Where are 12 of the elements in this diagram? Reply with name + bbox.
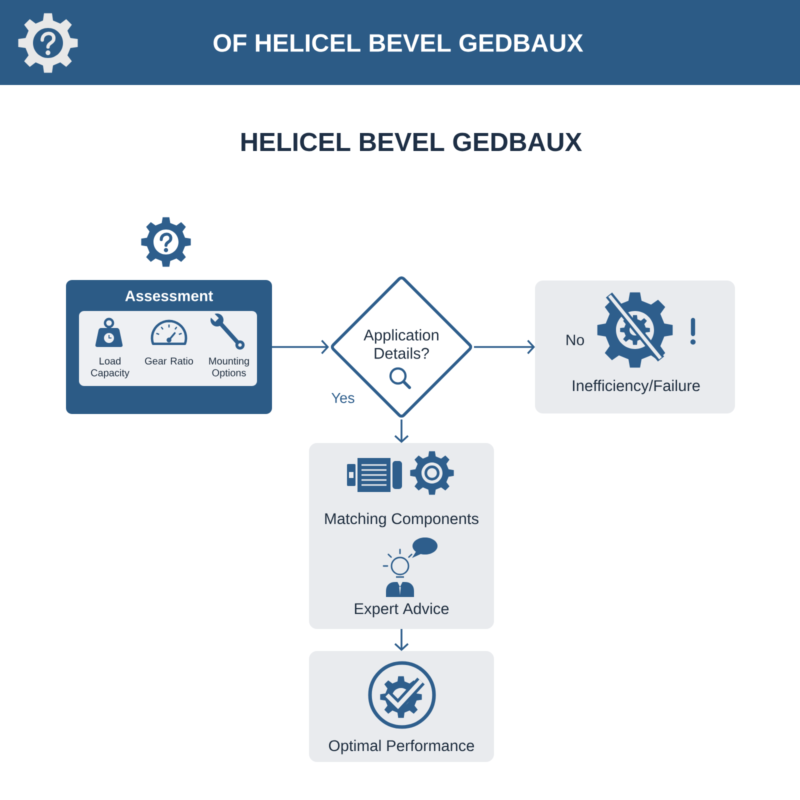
process-box: Optimal Performance	[309, 651, 494, 762]
process-box: Matching Components Expert Advice	[309, 443, 494, 629]
title: HELICEL BEVEL GEDBAUX	[242, 132, 582, 152]
header-bar: OF HELICEL BEVEL GEDBAUX	[0, 0, 800, 85]
arrow	[394, 420, 409, 443]
arrow	[394, 629, 409, 652]
arrow	[272, 340, 329, 354]
edge-label: Yes	[330, 391, 356, 405]
inner-panel: Load Capacity Gear Ratio Mounting Options	[79, 311, 257, 386]
node-label: Matching Components	[325, 512, 478, 528]
arrow	[474, 340, 536, 354]
node-label: Expert Advice	[354, 602, 449, 618]
